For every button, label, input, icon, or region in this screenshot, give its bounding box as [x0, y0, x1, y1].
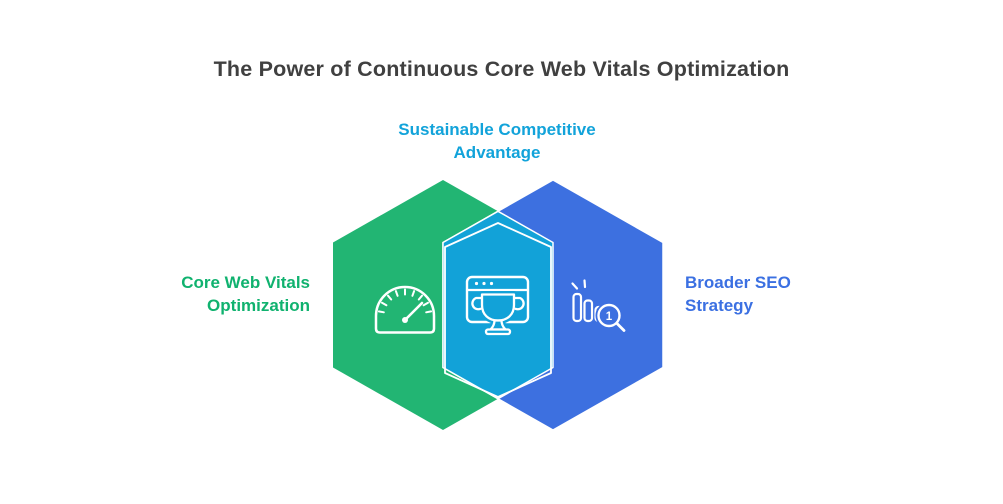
right-label-line1: Broader SEO [685, 273, 791, 292]
trophy-handle-left [471, 296, 483, 311]
overlap-label: Sustainable Competitive Advantage [347, 118, 647, 164]
speedometer-pivot [402, 317, 408, 323]
browser-toolbar-dots [474, 281, 494, 286]
trophy-handle-right [513, 296, 525, 311]
overlap-label-line2: Advantage [453, 143, 541, 162]
bar-1 [572, 292, 583, 323]
magnifier-lens [597, 303, 621, 328]
speedometer-body [374, 285, 436, 334]
overlap-inner-outline [444, 222, 552, 398]
right-label-line2: Strategy [685, 296, 754, 315]
trophy-base [484, 328, 512, 336]
speedometer-icon [374, 285, 436, 334]
right-hexagon-label: Broader SEO Strategy [685, 271, 885, 317]
sparkle-ray-top [583, 279, 587, 289]
left-label-line2: Optimization [207, 296, 310, 315]
page-title: The Power of Continuous Core Web Vitals … [213, 57, 790, 81]
left-label-line1: Core Web Vitals [181, 273, 310, 292]
browser-trophy-icon [465, 275, 530, 338]
sparkle-ray-left [571, 282, 579, 290]
speedometer-ticks [377, 288, 433, 314]
trophy [471, 293, 525, 336]
overlap-label-line1: Sustainable Competitive [398, 120, 596, 139]
bar-2 [583, 299, 594, 323]
bar-chart-search-icon: 1 [571, 279, 626, 332]
speedometer-needle [403, 301, 424, 322]
left-hexagon-label: Core Web Vitals Optimization [110, 271, 310, 317]
trophy-cup [480, 293, 516, 322]
rank-one-badge: 1 [606, 311, 613, 323]
magnifier-handle [615, 322, 626, 332]
